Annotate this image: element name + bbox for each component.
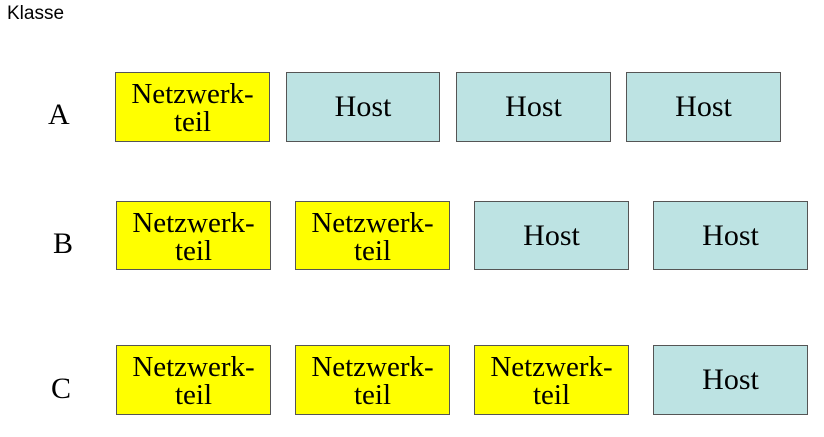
network-line2: teil bbox=[173, 106, 212, 138]
network-line1: Netzwerk- bbox=[132, 351, 255, 383]
row-b-host-cell-1: Host bbox=[474, 201, 629, 270]
host-label: Host bbox=[702, 218, 759, 252]
host-label: Host bbox=[505, 90, 562, 123]
row-c-network-cell-2: Netzwerk- teil bbox=[295, 345, 450, 415]
row-c-network-cell-3: Netzwerk- teil bbox=[474, 345, 629, 415]
network-line1: Netzwerk- bbox=[490, 351, 613, 383]
row-a-host-cell-3: Host bbox=[626, 72, 781, 142]
network-line2: teil bbox=[174, 234, 213, 267]
network-line2: teil bbox=[532, 379, 571, 411]
row-a-host-cell-2: Host bbox=[456, 72, 611, 142]
host-label: Host bbox=[702, 363, 759, 396]
network-line1: Netzwerk- bbox=[132, 206, 255, 239]
row-c-network-cell-1: Netzwerk- teil bbox=[116, 345, 271, 415]
row-b-network-cell-1: Netzwerk- teil bbox=[116, 201, 271, 270]
host-label: Host bbox=[334, 90, 392, 123]
row-b-host-cell-2: Host bbox=[653, 201, 808, 270]
row-label-b: B bbox=[53, 227, 74, 260]
row-b-network-cell-2: Netzwerk- teil bbox=[295, 201, 450, 270]
row-a-host-cell-1: Host bbox=[286, 72, 440, 142]
host-label: Host bbox=[675, 90, 732, 123]
row-label-c: C bbox=[51, 372, 72, 405]
network-line1: Netzwerk- bbox=[311, 351, 434, 383]
network-line2: teil bbox=[353, 379, 392, 411]
row-c-host-cell-1: Host bbox=[653, 345, 808, 415]
network-line1: Netzwerk- bbox=[311, 206, 434, 239]
network-line1: Netzwerk- bbox=[131, 78, 254, 110]
network-line2: teil bbox=[174, 379, 213, 411]
diagram-heading: Klasse bbox=[7, 3, 65, 24]
row-a-network-cell-1: Netzwerk- teil bbox=[115, 72, 270, 142]
row-label-a: A bbox=[48, 98, 70, 131]
host-label: Host bbox=[523, 218, 580, 252]
network-line2: teil bbox=[353, 234, 392, 267]
